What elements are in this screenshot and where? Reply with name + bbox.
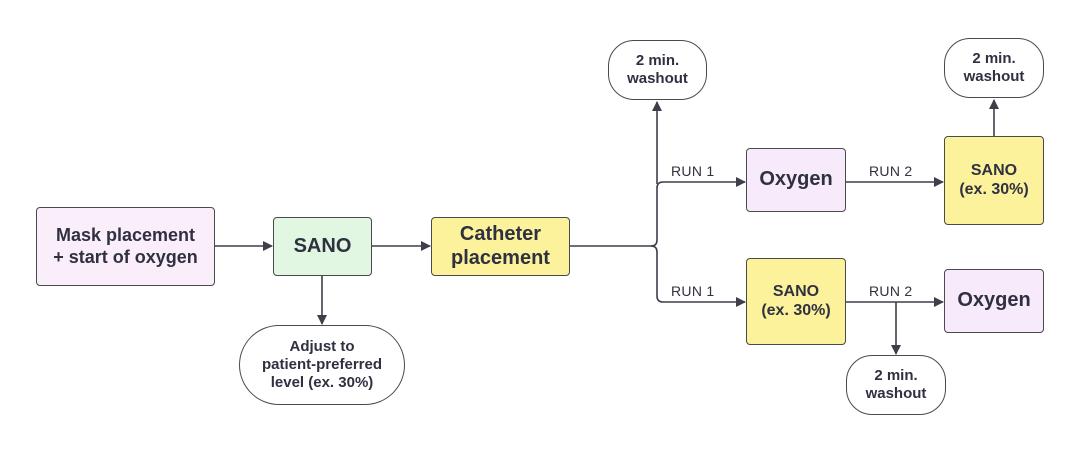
sano-bottom-node: SANO (ex. 30%)	[746, 258, 846, 345]
catheter-placement-node: Catheter placement	[431, 217, 570, 276]
adjust-level-node: Adjust to patient-preferred level (ex. 3…	[239, 325, 405, 405]
sano-node: SANO	[273, 217, 372, 276]
oxygen-bottom-node: Oxygen	[944, 269, 1044, 333]
edge-catheter-branch-bottom	[650, 245, 746, 307]
oxygen-top-node: Oxygen	[746, 148, 846, 212]
run1-bottom-label: RUN 1	[671, 283, 715, 299]
washout-top-node: 2 min. washout	[608, 40, 707, 100]
sano-top-node: SANO (ex. 30%)	[944, 136, 1044, 225]
washout-top-right-node: 2 min. washout	[944, 38, 1044, 98]
washout-bottom-node: 2 min. washout	[846, 355, 946, 415]
run1-top-label: RUN 1	[671, 163, 715, 179]
edge-catheter-branch-top	[570, 177, 746, 247]
run2-bottom-label: RUN 2	[869, 283, 913, 299]
run2-top-label: RUN 2	[869, 163, 913, 179]
mask-placement-node: Mask placement + start of oxygen	[36, 207, 215, 286]
